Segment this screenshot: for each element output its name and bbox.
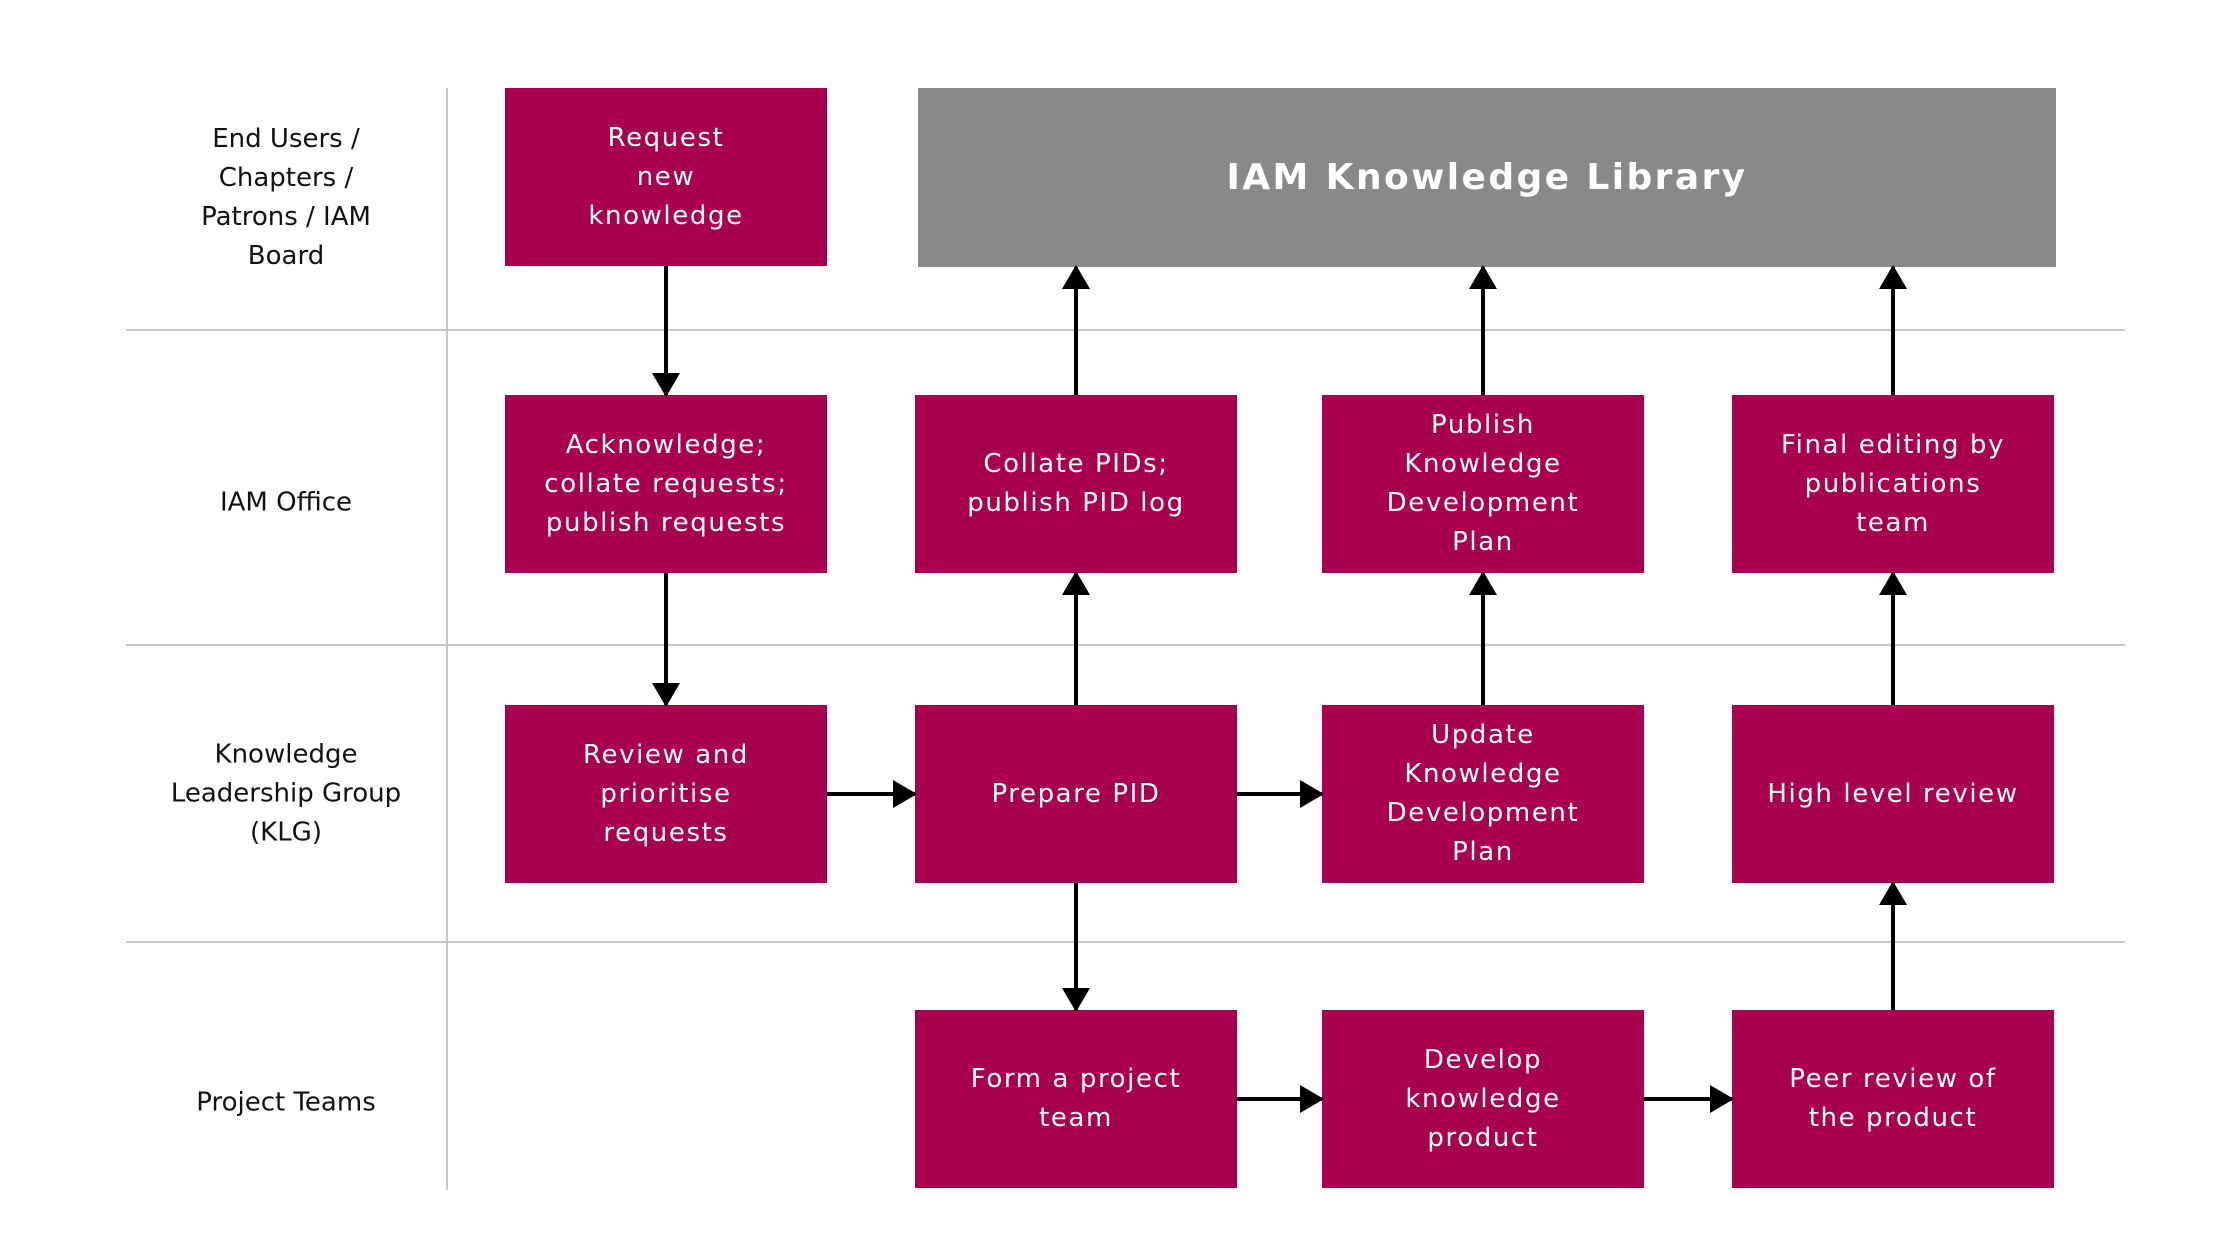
process-node-line: publish PID log	[967, 488, 1185, 518]
lane-label-line: Chapters /	[218, 163, 354, 193]
process-node-line: Review and	[583, 739, 749, 770]
process-node-line: High level review	[1767, 778, 2019, 809]
process-node-text: Request new knowledge	[588, 119, 743, 236]
process-node-line: new	[636, 161, 696, 192]
process-node-line: collate requests;	[544, 468, 788, 499]
process-node-line: product	[1427, 1122, 1539, 1153]
process-node-text: Develop knowledge product	[1405, 1041, 1560, 1158]
label-column-divider	[446, 88, 448, 1190]
process-node-text: Acknowledge; collate requests; publish req…	[544, 426, 787, 543]
lane-label-line: IAM Office	[219, 487, 353, 518]
lane-label-line: Patrons / IAM	[201, 202, 371, 232]
process-node-line: Plan	[1452, 837, 1514, 867]
lane-divider	[126, 941, 2125, 943]
process-node-text: High level review	[1767, 775, 2018, 814]
lane-label-line: Board	[247, 241, 325, 271]
process-node-line: publications	[1804, 468, 1982, 499]
lane-divider	[126, 644, 2125, 646]
process-node-line: Peer review of	[1789, 1064, 1997, 1094]
process-node-line: Develop	[1423, 1044, 1543, 1075]
process-node-text: Final editing by publications team	[1781, 426, 2005, 543]
process-node-text: Peer review of the product	[1789, 1060, 1996, 1138]
process-node-line: Knowledge	[1404, 449, 1562, 479]
knowledge-library-box[interactable]: IAM Knowledge Library	[918, 88, 2056, 267]
process-node-line: team	[1856, 507, 1930, 538]
process-node-line: Final editing by	[1780, 429, 2006, 460]
lane-label-line: Leadership Group	[170, 778, 402, 809]
lane-label-line: Knowledge	[214, 739, 358, 770]
lane-label-iam-office: IAM Office	[150, 484, 422, 523]
lane-label-project-teams: Project Teams	[150, 1084, 422, 1123]
process-node-acknowledge[interactable]: Acknowledge; collate requests; publish req…	[505, 395, 827, 573]
process-node-form-team[interactable]: Form a project team	[915, 1010, 1237, 1188]
process-node-line: Prepare PID	[991, 778, 1161, 809]
process-node-line: prioritise	[600, 778, 732, 809]
process-node-line: Plan	[1452, 527, 1514, 557]
lane-label-line: (KLG)	[250, 817, 322, 848]
lane-label-end-users: End Users / Chapters / Patrons / IAM Board	[150, 120, 422, 276]
lane-divider	[126, 329, 2125, 331]
process-node-line: knowledge	[1405, 1083, 1561, 1114]
process-node-text: Review and prioritise requests	[583, 736, 749, 853]
process-node-review-prioritise[interactable]: Review and prioritise requests	[505, 705, 827, 883]
process-node-peer-review[interactable]: Peer review of the product	[1732, 1010, 2054, 1188]
process-node-request[interactable]: Request new knowledge	[505, 88, 827, 266]
process-node-line: Update	[1431, 720, 1535, 750]
process-node-line: the product	[1808, 1103, 1978, 1133]
process-node-develop-product[interactable]: Develop knowledge product	[1322, 1010, 1644, 1188]
process-node-line: Request	[607, 122, 725, 153]
process-node-high-level-review[interactable]: High level review	[1732, 705, 2054, 883]
process-node-line: Collate PIDs;	[983, 449, 1169, 479]
process-node-line: Knowledge	[1404, 759, 1562, 789]
process-node-final-editing[interactable]: Final editing by publications team	[1732, 395, 2054, 573]
process-node-text: Collate PIDs; publish PID log	[967, 445, 1185, 523]
process-node-line: team	[1039, 1103, 1113, 1133]
lane-label-line: Project Teams	[196, 1087, 376, 1118]
process-node-line: knowledge	[588, 200, 744, 231]
process-node-line: Development	[1386, 798, 1580, 828]
process-node-line: Acknowledge;	[565, 429, 767, 460]
process-node-line: Publish	[1431, 410, 1535, 440]
process-node-text: Prepare PID	[991, 775, 1160, 814]
process-node-text: Form a project team	[971, 1060, 1182, 1138]
process-node-line: publish requests	[545, 507, 787, 538]
process-node-line: Form a project	[970, 1064, 1182, 1094]
process-node-line: requests	[603, 817, 729, 848]
lane-label-line: End Users /	[212, 124, 360, 154]
process-node-prepare-pid[interactable]: Prepare PID	[915, 705, 1237, 883]
process-node-collate-pids[interactable]: Collate PIDs; publish PID log	[915, 395, 1237, 573]
process-node-line: Development	[1386, 488, 1580, 518]
